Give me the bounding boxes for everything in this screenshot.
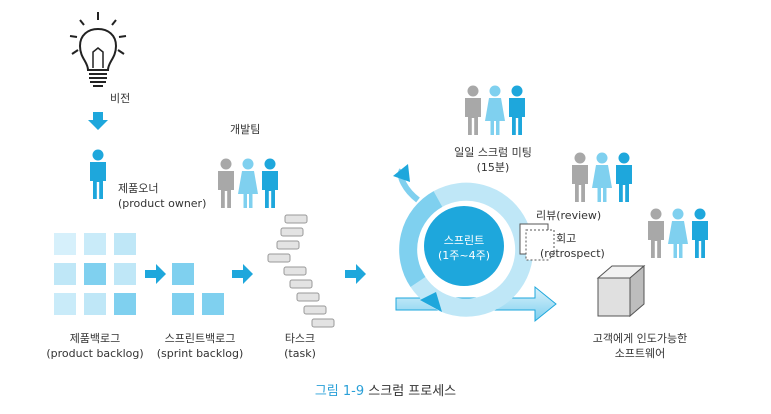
review-team-icon — [572, 152, 632, 202]
figure-title: 스크럼 프로세스 — [368, 384, 457, 399]
arrow-right-icon — [145, 264, 166, 284]
task-en-label: (task) — [284, 347, 316, 360]
sprint-backlog-blocks — [172, 263, 224, 315]
product-backlog-grid — [54, 233, 136, 315]
task-label: 타스크 — [285, 332, 315, 345]
deliverable-label: 고객에게 인도가능한 — [593, 332, 688, 345]
review-label: 리뷰(review) — [536, 209, 601, 222]
arrow-right-icon — [345, 264, 366, 284]
retrospect-team-icon — [648, 208, 708, 258]
sprint-cycle: 스프린트 (1주~4주) — [393, 164, 557, 323]
document-icon — [519, 223, 555, 261]
dev-team-icon — [218, 158, 278, 208]
deliverable-label-2: 소프트웨어 — [615, 347, 666, 360]
arrow-right-icon — [232, 264, 253, 284]
sprint-backlog-en-label: (sprint backlog) — [157, 347, 244, 360]
product-owner-label: 제품오너 — [118, 182, 158, 195]
sprint-backlog-label: 스프린트백로그 — [165, 332, 236, 345]
daily-scrum-time-label: (15분) — [477, 161, 510, 174]
retrospect-label: 회고 — [556, 232, 576, 245]
product-owner-en-label: (product owner) — [118, 197, 206, 210]
product-owner-person-icon — [90, 149, 106, 199]
daily-scrum-team-icon — [465, 85, 525, 135]
product-backlog-en-label: (product backlog) — [46, 347, 143, 360]
team-label: 개발팀 — [230, 123, 260, 136]
daily-scrum-label: 일일 스크럼 미팅 — [454, 145, 532, 159]
sprint-label: 스프린트 — [444, 234, 484, 247]
sprint-duration-label: (1주~4주) — [438, 249, 490, 262]
task-list — [267, 214, 335, 328]
product-backlog-label: 제품백로그 — [70, 332, 121, 345]
arrow-down-icon — [88, 112, 108, 130]
vision-label: 비전 — [110, 92, 130, 105]
lightbulb-icon — [69, 12, 127, 87]
retrospect-en-label: (retrospect) — [540, 247, 605, 260]
figure-number: 그림 1-9 — [314, 384, 365, 399]
software-box-icon — [596, 264, 646, 318]
figure-caption: 그림 1-9 스크럼 프로세스 — [0, 380, 771, 399]
